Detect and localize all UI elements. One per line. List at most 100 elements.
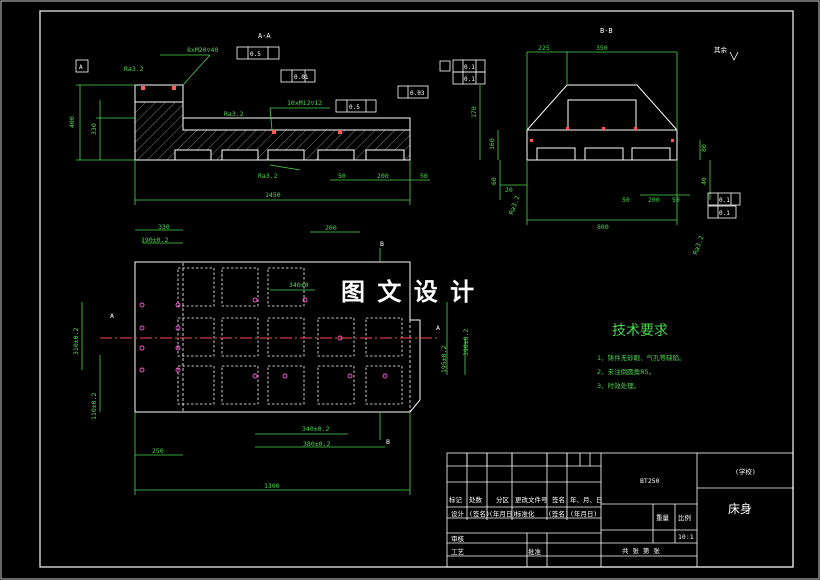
roughness-rest: 其余 [714,45,728,54]
dim-plan-250: 250 [152,447,164,455]
roughness-label-1: Ra3.2 [124,65,144,73]
plan-base-outline [182,261,411,413]
dim-side-160: 160 [488,138,496,150]
section-a-right: A [436,324,440,332]
plan-pocket [317,317,355,357]
tb-head-doc: 更改文件号 [515,495,548,504]
dim-plan-195: 195±0.2 [440,346,448,373]
section-a-left: A [110,312,114,320]
title-block [446,452,794,568]
dim-front-1450: 1450 [265,191,281,199]
tech-item-1: 1、铸件无砂眼、气孔等缺陷。 [597,353,686,362]
side-view-title: B-B [600,27,613,35]
front-slots [174,149,405,161]
plan-hole [347,373,353,379]
tb-head-mark: 标记 [449,495,463,504]
plan-pocket [221,365,259,405]
roughness-side-2: Ra3.2 [691,234,705,255]
dim-front-330: 330 [90,123,98,135]
dim-plan-390: 390±0.2 [462,329,470,356]
pos-tol-1: 0.5 [250,51,261,58]
plan-hole [252,297,258,303]
plan-hole [139,367,145,373]
tb-scale-value: 10:1 [678,533,694,541]
dim-side-50b: 50 [672,196,680,204]
plan-pocket [221,317,259,357]
plan-hole [175,367,181,373]
part-name: 床身 [728,501,752,516]
parallel-tol-1: 0.01 [294,74,309,81]
plan-pocket [267,267,305,307]
tb-head-date: 年、月、日 [570,495,603,504]
tb-scale: 比例 [678,513,691,522]
plan-pocket [365,317,403,357]
dim-side-50: 50 [622,196,630,204]
tb-sign2: (签名) [469,509,490,518]
plan-pocket [177,267,215,307]
inner-frame [39,10,794,568]
watermark-text: 图 文 设 计 [341,278,476,306]
plan-view: 330 190±0.2 200 340±0 310±0.2 110±0.2 39… [72,223,470,495]
plan-hole [302,297,308,303]
tb-head-qty: 处数 [469,495,483,504]
plan-hole [139,302,145,308]
tb-weight: 重量 [656,514,670,522]
tb-head-sign: 签名 [552,495,565,504]
tb-sign3: (签名) [548,509,569,518]
roughness-label-3: Ra3.2 [258,172,278,180]
tb-design: 设计 [451,509,465,518]
plan-pocket [221,267,259,307]
section-b-bottom: B [386,438,390,446]
plan-hole [175,302,181,308]
flat-tol-1: 0.03 [410,90,425,97]
tech-requirements: 技术要求 1、铸件无砂眼、气孔等缺陷。 2、未注倒圆角R5。 3、时效处理。 [597,323,686,390]
dim-side-170: 170 [470,106,478,118]
tb-date2: (年月日) [489,509,516,518]
tb-sheets: 共 张 第 张 [622,546,660,555]
plan-pockets [177,267,403,405]
dim-side-800: 800 [597,223,609,231]
tb-review: 审核 [451,534,465,543]
datum-a-1: A [79,64,83,71]
side-view: B-B [439,27,741,256]
plan-hole [252,373,258,379]
tech-title: 技术要求 [612,323,668,339]
tb-std: 标准化 [515,509,535,518]
tech-item-2: 2、未注倒圆角R5。 [597,367,655,376]
plan-hole [337,335,343,341]
dim-front-200: 200 [377,172,389,180]
dim-plan-330: 330 [158,223,170,231]
roughness-label-2: Ra3.2 [224,110,244,118]
thread-label-1: 8xM20▽40 [187,46,218,54]
thread-label-2: 10xM12▽12 [287,99,322,107]
pos-tol-2: 0.5 [349,104,360,111]
tb-process: 工艺 [451,548,465,556]
dim-plan-200: 200 [325,224,337,232]
dim-front-400: 400 [68,116,76,128]
tb-approve: 批准 [528,547,542,556]
roughness-side-1: Ra3.2 [507,194,521,215]
front-step [182,102,411,130]
dim-plan-380: 380±0.2 [303,440,330,448]
plan-pocket [267,317,305,357]
tb-date3: (年月日) [570,509,597,518]
plan-holes [139,297,388,379]
dim-side-225: 225 [538,44,550,52]
tech-item-3: 3、时效处理。 [597,381,640,390]
dim-side-200: 200 [648,196,660,204]
dim-plan-340-top: 340±0 [289,281,309,289]
section-b-top: B [380,240,384,248]
flat-tol-2: 0.1 [464,64,475,71]
dim-side-80: 80 [700,144,708,152]
dim-plan-110: 110±0.2 [90,393,98,420]
front-view-title: A-A [258,32,271,40]
plan-pocket [177,365,215,405]
dim-plan-340-bot: 340±0.2 [302,425,329,433]
flat-tol-3: 0.1 [719,197,730,204]
dim-side-350: 350 [596,44,608,52]
plan-hole [139,325,145,331]
plan-hole [382,373,388,379]
dim-side-20: 20 [505,186,513,194]
